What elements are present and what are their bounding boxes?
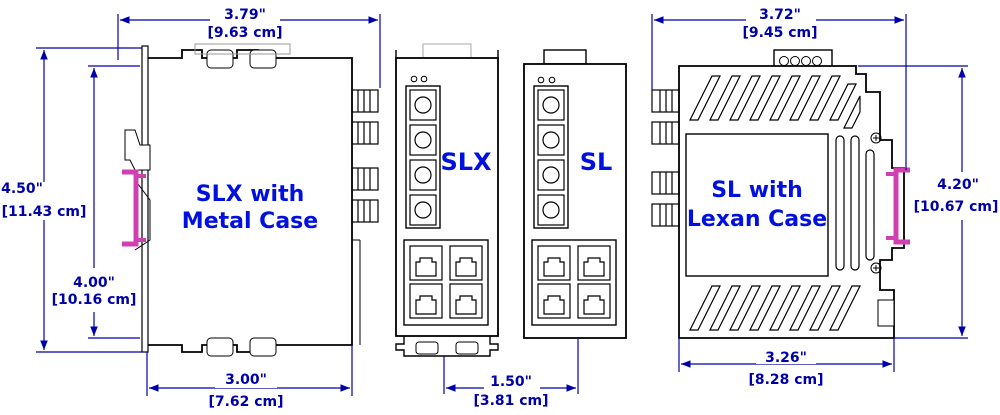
- dim-sl-height-cm: [10.67 cm]: [914, 199, 999, 215]
- sl-side-label-line1: SL with: [711, 178, 803, 203]
- sl-front-label: SL: [580, 148, 613, 176]
- dim-slx-rail-height-cm: [10.16 cm]: [52, 292, 137, 308]
- sl-side-label-line2: Lexan Case: [687, 207, 827, 232]
- slx-side-label-line2: Metal Case: [182, 209, 318, 234]
- dim-sl-height: 4.20": [937, 177, 979, 193]
- dim-sl-width: 3.72": [759, 7, 801, 23]
- sl-front-view: [523, 49, 627, 339]
- dim-slx-width-cm: [9.63 cm]: [207, 25, 282, 41]
- dim-slx-height-cm: [11.43 cm]: [2, 204, 87, 220]
- slx-front-label: SLX: [440, 148, 492, 176]
- dim-slx-base: 3.00": [225, 372, 267, 388]
- slx-front-view: [395, 43, 499, 357]
- dim-front-width: 1.50": [490, 374, 532, 390]
- dim-slx-width: 3.79": [224, 7, 266, 23]
- dim-sl-width-cm: [9.45 cm]: [742, 25, 817, 41]
- dim-sl-base-cm: [8.28 cm]: [748, 372, 823, 388]
- sl-din-rail: [893, 167, 910, 245]
- dim-slx-height: 4.50": [1, 181, 43, 197]
- slx-side-label-line1: SLX with: [196, 182, 305, 207]
- dim-sl-base: 3.26": [765, 350, 807, 366]
- slx-din-rail: [122, 169, 139, 247]
- dim-slx-rail-height: 4.00": [73, 275, 115, 291]
- dim-slx-base-cm: [7.62 cm]: [208, 394, 283, 410]
- dim-front-width-cm: [3.81 cm]: [473, 393, 548, 409]
- slx-metal-case-side-view: [124, 43, 379, 357]
